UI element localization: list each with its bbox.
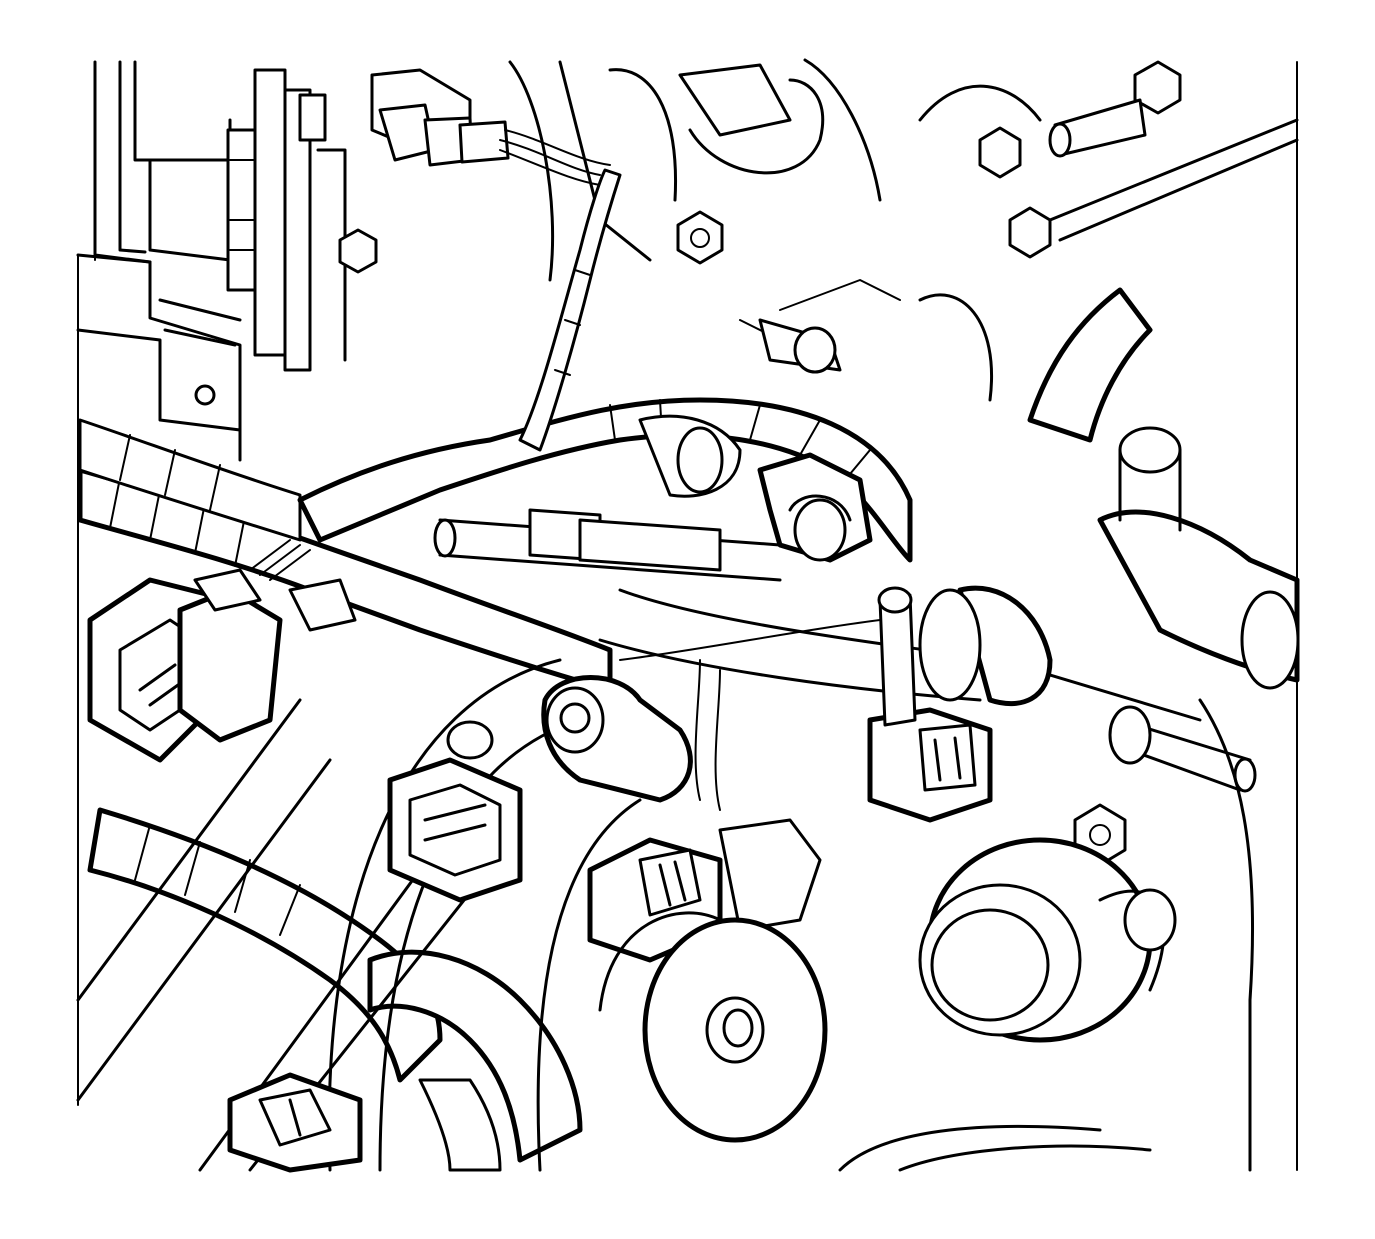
center-connector	[638, 414, 873, 563]
bottom-right-arc	[838, 698, 1255, 1172]
right-elbow-hose	[1027, 287, 1300, 690]
small-wires	[619, 279, 993, 811]
top-housing	[508, 58, 1042, 282]
right-cylinder-housing	[918, 837, 1177, 1043]
bottom-left-connector	[227, 1072, 363, 1173]
right-vertical-connector	[867, 586, 993, 823]
main-wiring-harness	[77, 418, 613, 693]
upper-left-manifold-bracket	[76, 60, 242, 462]
large-disc	[598, 911, 828, 1143]
left-connector-stack	[87, 539, 357, 763]
lower-middle-connector	[587, 818, 822, 963]
upward-wire-lead	[518, 168, 622, 452]
round-sensor	[541, 675, 693, 803]
middle-pipes	[433, 508, 1202, 722]
mid-connector-with-bolt	[387, 720, 523, 903]
vertical-tubes	[226, 68, 347, 372]
lower-right-coupling	[918, 585, 1257, 793]
top-connector-cluster	[370, 68, 611, 186]
top-right-rod	[1048, 98, 1299, 242]
lower-left-harness	[87, 807, 583, 1172]
